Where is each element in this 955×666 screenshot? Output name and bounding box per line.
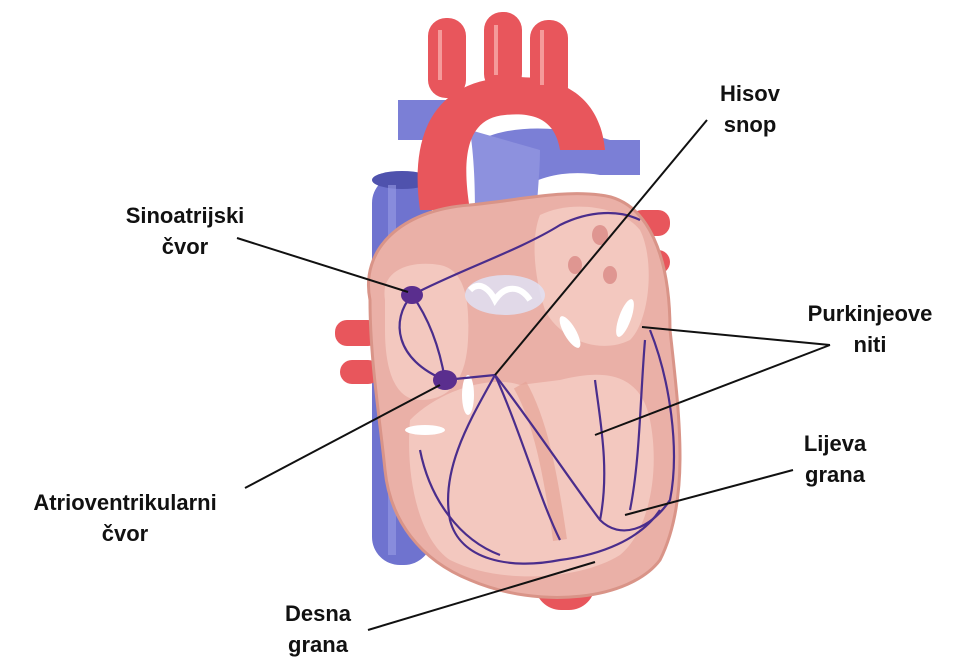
label-sinoatrial-line1: Sinoatrijski	[95, 200, 275, 231]
sinoatrial-node-marker	[401, 286, 423, 304]
label-atrioventricular-node: Atrioventrikularni čvor	[0, 487, 250, 549]
label-right-branch: Desna grana	[258, 598, 378, 660]
label-his-line1: Hisov	[695, 78, 805, 109]
label-right-branch-line2: grana	[258, 629, 378, 660]
label-atrioventricular-line2: čvor	[0, 518, 250, 549]
label-atrioventricular-line1: Atrioventrikularni	[0, 487, 250, 518]
label-purkinje-line1: Purkinjeove	[790, 298, 950, 329]
label-purkinje-fibers: Purkinjeove niti	[790, 298, 950, 360]
label-left-branch-line2: grana	[780, 459, 890, 490]
label-sinoatrial-line2: čvor	[95, 231, 275, 262]
label-sinoatrial-node: Sinoatrijski čvor	[95, 200, 275, 262]
label-right-branch-line1: Desna	[258, 598, 378, 629]
label-purkinje-line2: niti	[790, 329, 950, 360]
label-his-line2: snop	[695, 109, 805, 140]
label-his-bundle: Hisov snop	[695, 78, 805, 140]
label-left-branch-line1: Lijeva	[780, 428, 890, 459]
label-left-branch: Lijeva grana	[780, 428, 890, 490]
